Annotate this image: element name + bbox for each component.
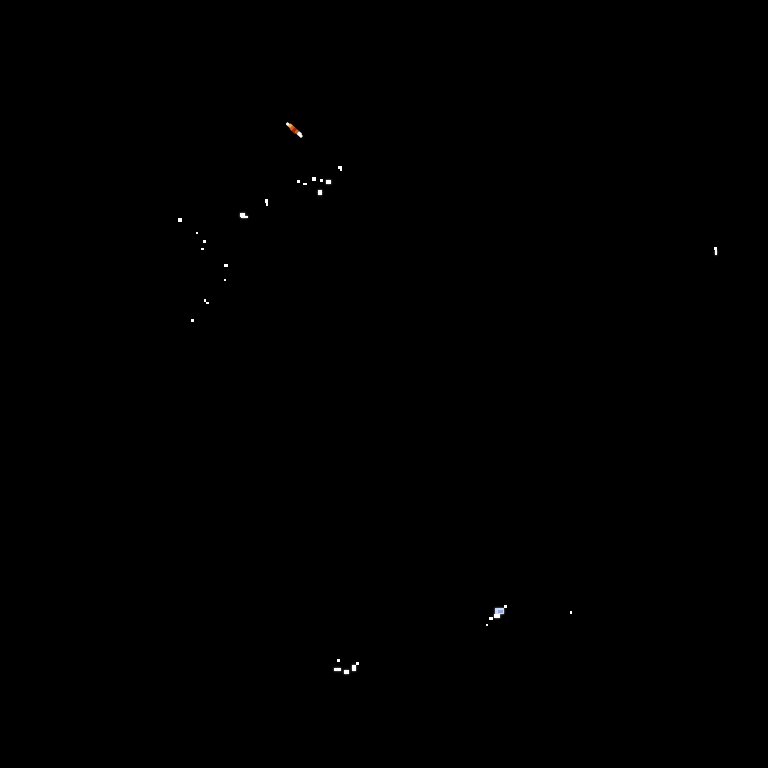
star-point (326, 180, 331, 184)
star-point (178, 218, 182, 222)
star-point (337, 659, 340, 662)
star-point (489, 617, 493, 620)
star-point (224, 279, 226, 281)
star-point (344, 670, 349, 674)
star-point (356, 662, 359, 665)
star-point (312, 177, 316, 181)
star-point (224, 264, 228, 267)
star-point (266, 203, 268, 206)
star-point (334, 668, 341, 671)
star-point (196, 232, 198, 234)
star-point (206, 302, 209, 304)
star-point (241, 216, 248, 218)
star-point (191, 319, 194, 322)
star-point (494, 614, 500, 618)
star-point (318, 190, 322, 195)
star-point (498, 610, 503, 613)
star-point (204, 299, 206, 302)
star-point (320, 179, 323, 182)
star-point (303, 183, 307, 185)
star-point (715, 250, 717, 255)
star-point (201, 248, 204, 250)
star-point (714, 247, 717, 250)
star-point (338, 166, 342, 169)
star-point (297, 180, 300, 183)
star-point (352, 665, 356, 671)
star-point (504, 605, 507, 608)
star-point (240, 213, 245, 217)
flame-streak-segment (299, 133, 304, 138)
star-point (340, 168, 342, 171)
star-point (203, 240, 206, 243)
star-point (486, 624, 488, 626)
star-point (265, 199, 268, 203)
star-point (570, 611, 572, 614)
flame-streak (284, 120, 306, 141)
